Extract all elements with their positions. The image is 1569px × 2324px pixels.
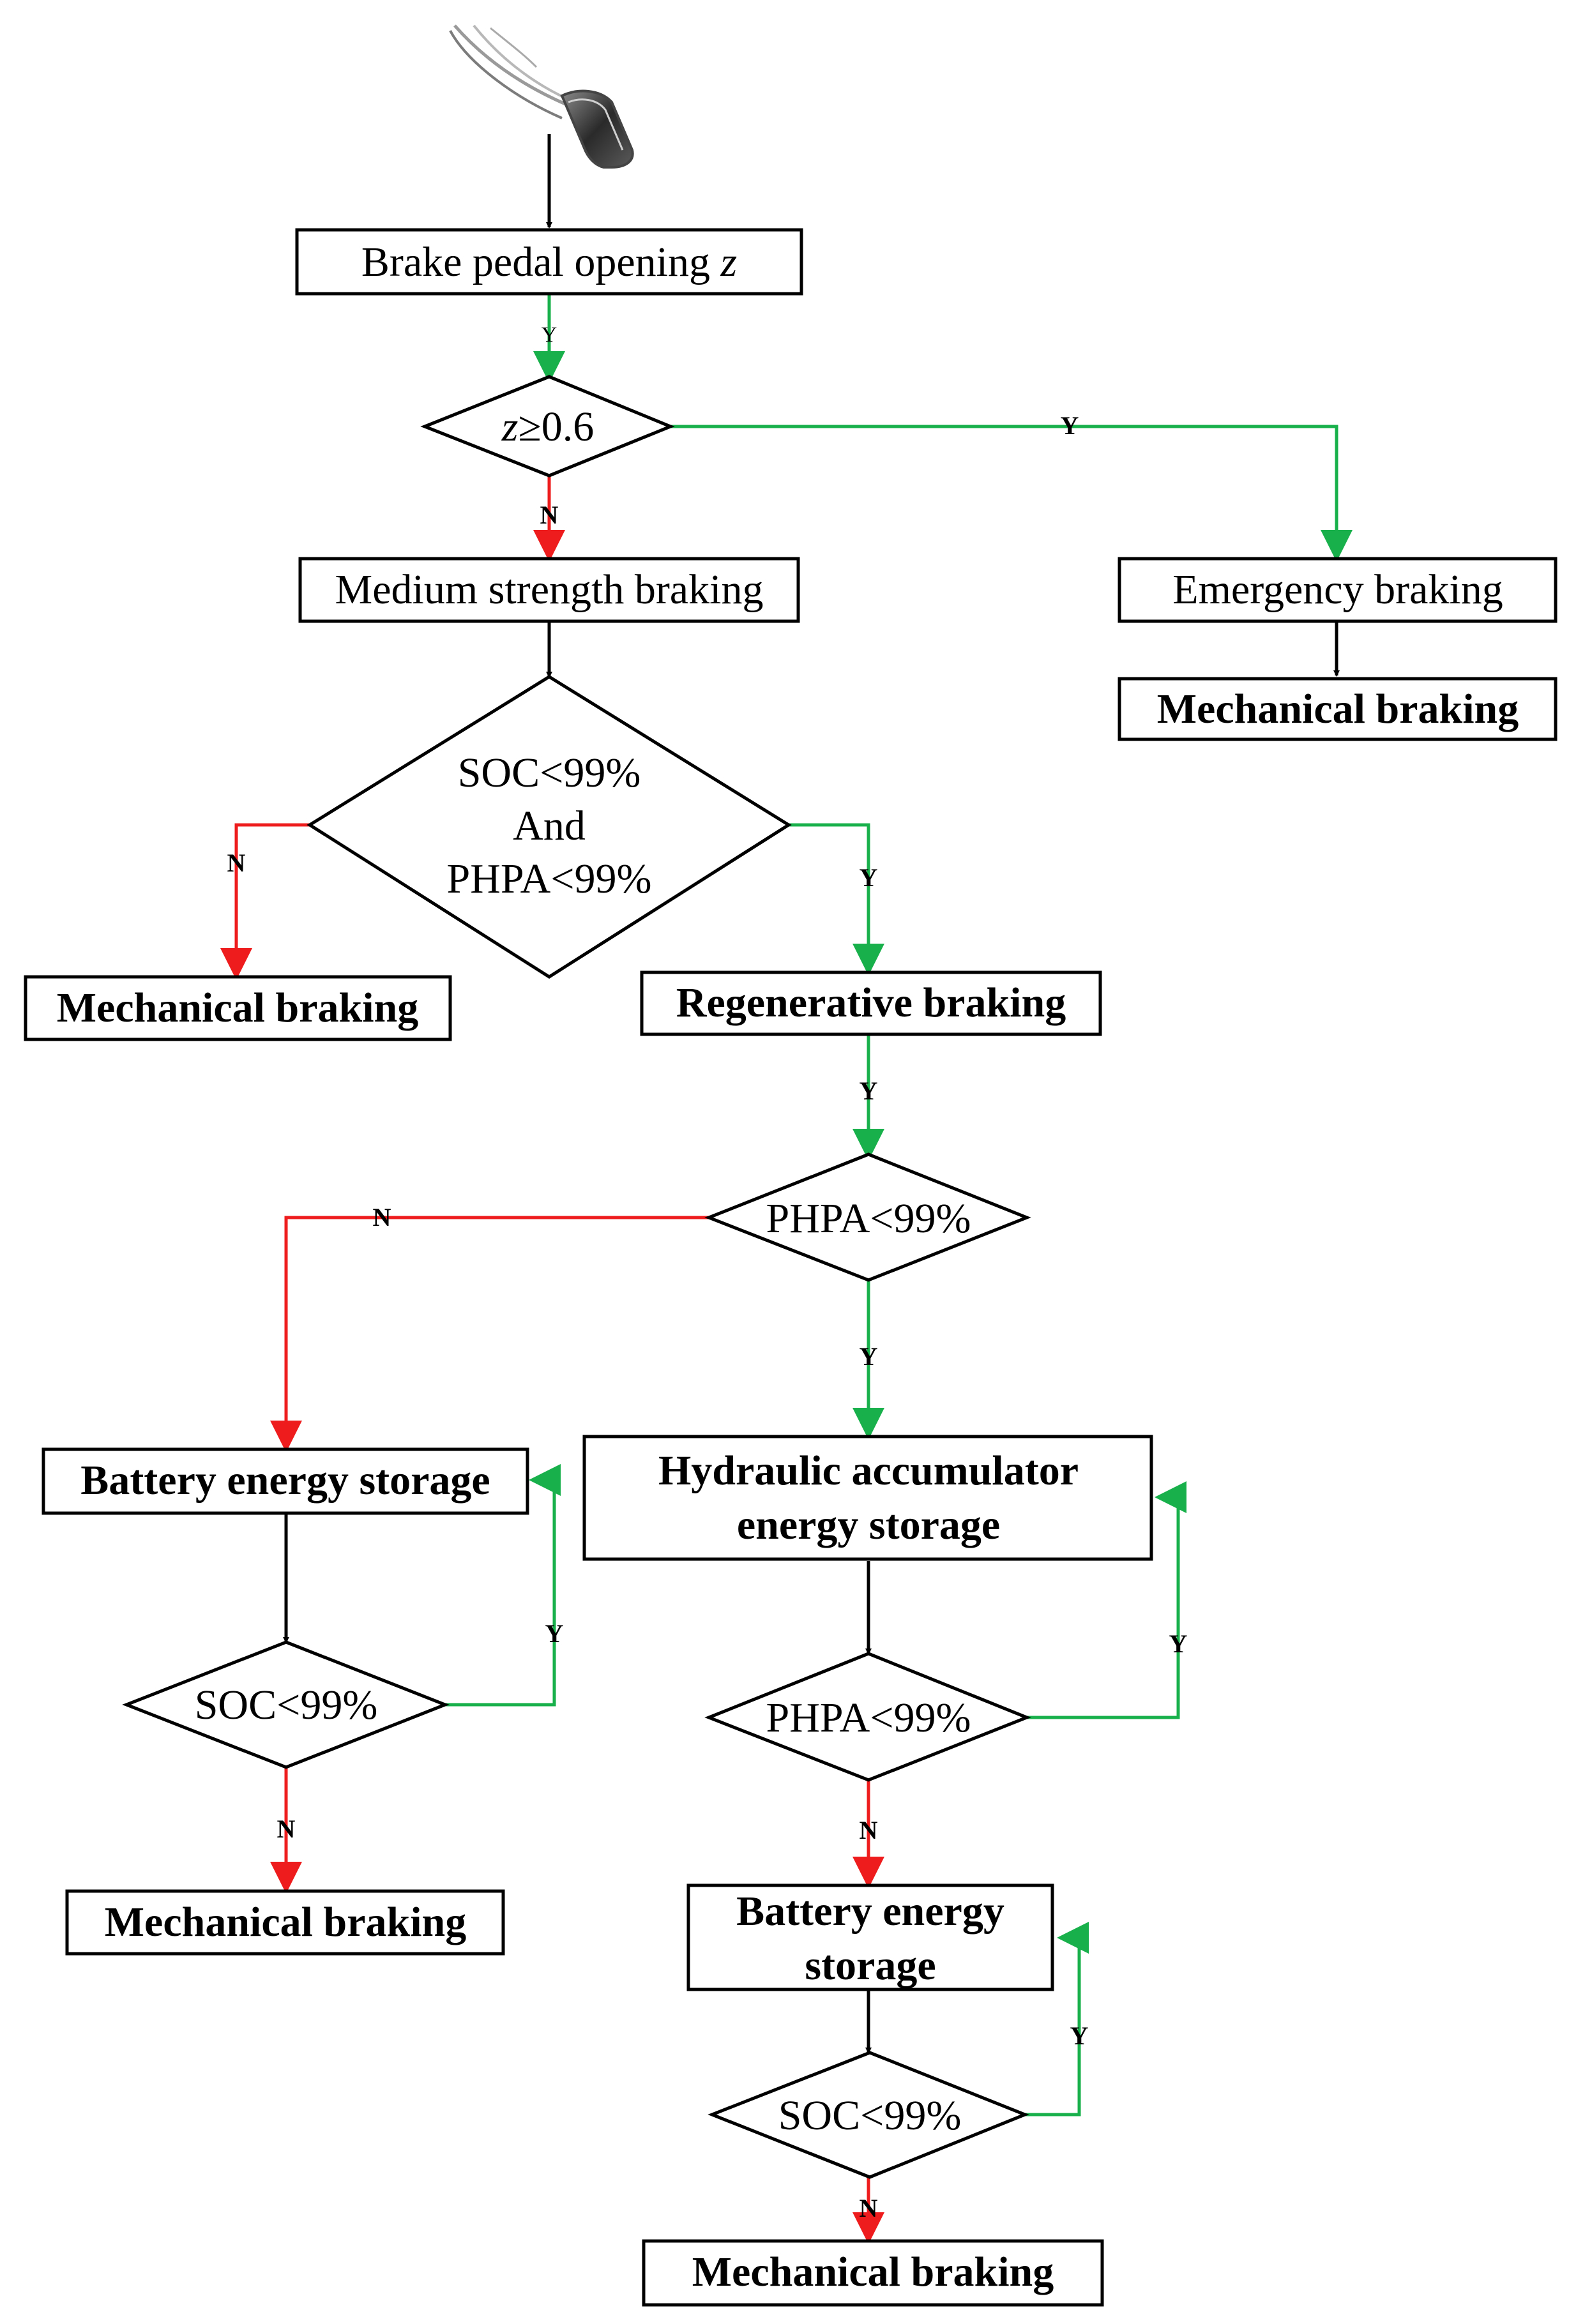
soc-check-right-label: SOC<99%: [778, 2092, 962, 2139]
edge-label-pedal-to-zcheck: Y: [542, 323, 557, 347]
node-battery-storage-right: Battery energy storage: [686, 1883, 1054, 1991]
node-battery-storage-left: Battery energy storage: [42, 1447, 529, 1515]
mechanical-braking-bottom-label: Mechanical braking: [692, 2249, 1054, 2295]
soc-phpa-line1: SOC<99%: [458, 750, 641, 796]
svg-text:Brake pedal opening z: Brake pedal opening z: [361, 239, 737, 285]
soc-phpa-line2: And: [513, 803, 586, 849]
node-soc-check-right: SOC<99%: [708, 2051, 1029, 2179]
edge-label-socleft-to-battery: Y: [545, 1619, 564, 1648]
phpa-check-1-label: PHPA<99%: [766, 1195, 971, 1242]
edge-zcheck-to-emergency: [671, 425, 1353, 562]
emergency-braking-label: Emergency braking: [1172, 566, 1503, 613]
hydraulic-storage-line1: Hydraulic accumulator: [658, 1447, 1079, 1494]
edge-label-zcheck-to-medium: N: [540, 501, 559, 529]
node-mechanical-braking-left: Mechanical braking: [24, 975, 452, 1041]
edge-label-phpa1-to-hydraulic: Y: [860, 1342, 878, 1371]
edge-label-socright-to-mech: N: [860, 2194, 878, 2222]
node-mechanical-braking-bottom: Mechanical braking: [642, 2239, 1104, 2307]
hydraulic-storage-line2: energy storage: [737, 1502, 1000, 1548]
edge-phpa1-to-battery: [270, 1216, 709, 1452]
node-brake-pedal-opening: Brake pedal opening z: [295, 228, 803, 296]
node-mechanical-braking-bottom-left: Mechanical braking: [65, 1889, 505, 1956]
edge-label-socleft-to-mech: N: [277, 1815, 296, 1843]
mechanical-braking-left-label: Mechanical braking: [57, 985, 419, 1031]
medium-braking-label: Medium strength braking: [335, 566, 764, 613]
brake-pedal-label: Brake pedal opening: [361, 239, 721, 285]
edge-label-socright-to-battery-right: Y: [1070, 2021, 1089, 2050]
z-check-rest: ≥0.6: [518, 404, 594, 450]
battery-storage-right-line2: storage: [805, 1942, 936, 1989]
edge-label-zcheck-to-emergency: Y: [1061, 411, 1079, 440]
edge-label-phpa2-to-battery-right: N: [860, 1816, 878, 1845]
edge-label-regen-to-phpa1: Y: [860, 1076, 878, 1105]
mechanical-braking-emergency-label: Mechanical braking: [1157, 686, 1519, 732]
edge-label-phpa2-to-hydraulic: Y: [1169, 1629, 1188, 1658]
brake-pedal-illustration: [449, 24, 634, 169]
z-check-var: z: [501, 404, 519, 450]
svg-text:z≥0.6: z≥0.6: [501, 404, 594, 450]
battery-storage-left-label: Battery energy storage: [80, 1457, 490, 1504]
edge-label-socphpa-to-mech: N: [227, 849, 246, 877]
edge-label-phpa1-to-battery: N: [373, 1203, 391, 1232]
node-mechanical-braking-emergency: Mechanical braking: [1118, 677, 1558, 741]
phpa-check-2-label: PHPA<99%: [766, 1694, 971, 1741]
edge-phpa2-to-hydraulic: [1027, 1481, 1186, 1719]
node-phpa-check-1: PHPA<99%: [704, 1152, 1031, 1282]
edge-label-socphpa-to-regen: Y: [860, 863, 878, 892]
edge-socphpa-to-regen: [789, 823, 884, 976]
node-emergency-braking: Emergency braking: [1118, 557, 1558, 623]
battery-storage-right-line1: Battery energy: [736, 1888, 1004, 1935]
brake-pedal-var: z: [720, 239, 737, 285]
soc-check-left-label: SOC<99%: [195, 1682, 378, 1728]
node-z-threshold-check: z≥0.6: [420, 375, 675, 478]
node-soc-phpa-check: SOC<99% And PHPA<99%: [307, 675, 792, 979]
node-regenerative-braking: Regenerative braking: [640, 970, 1102, 1036]
node-phpa-check-2: PHPA<99%: [704, 1652, 1031, 1782]
edge-socleft-to-battery: [445, 1464, 561, 1707]
node-hydraulic-accumulator-storage: Hydraulic accumulator energy storage: [582, 1435, 1153, 1561]
mechanical-braking-bottom-left-label: Mechanical braking: [105, 1899, 467, 1945]
node-medium-strength-braking: Medium strength braking: [298, 557, 800, 623]
node-soc-check-left: SOC<99%: [122, 1640, 450, 1769]
edge-socright-to-battery-right: [1025, 1922, 1089, 2116]
regenerative-braking-label: Regenerative braking: [676, 979, 1066, 1026]
edge-socphpa-to-mech: [220, 823, 310, 980]
soc-phpa-line3: PHPA<99%: [447, 856, 652, 902]
